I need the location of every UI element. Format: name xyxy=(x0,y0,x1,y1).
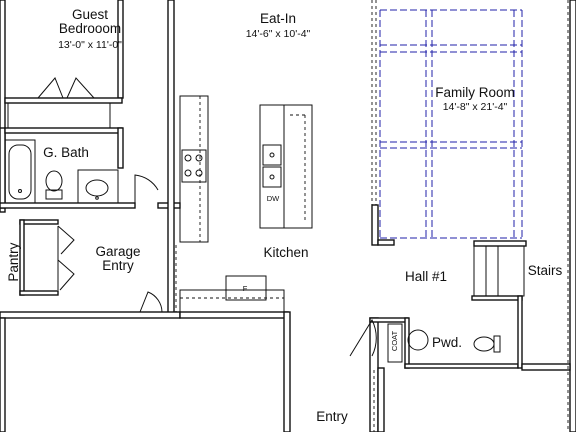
garage-door-swing xyxy=(139,291,163,313)
pantry-doors xyxy=(57,225,75,291)
kitchen-island xyxy=(225,104,313,301)
fridge-label: F xyxy=(242,284,248,293)
ceiling-grid xyxy=(379,9,523,239)
coat-closet-label: COAT xyxy=(390,330,400,352)
dashed-indicators xyxy=(175,0,569,432)
guest-bedroom-dim: 13'-0" x 11'-0" xyxy=(58,39,122,51)
pantry-name: Pantry xyxy=(5,242,21,282)
kitchen-cabinets xyxy=(179,95,285,313)
staircase xyxy=(473,245,525,297)
guest-bedroom-label: Guest Bedrooom xyxy=(58,7,122,37)
pwd-name: Pwd. xyxy=(431,335,462,350)
g-bath-name: G. Bath xyxy=(43,145,89,160)
kitchen-name: Kitchen xyxy=(263,245,309,260)
eat-in-dim: 14'-6" x 10'-4" xyxy=(245,28,311,40)
dishwasher-label: DW xyxy=(266,194,280,203)
family-room-dim: 14'-8" x 21'-4" xyxy=(442,101,508,113)
closet-bifold-doors xyxy=(7,77,111,128)
powder-room-fixtures xyxy=(349,318,501,363)
stairs-name: Stairs xyxy=(527,263,563,278)
hall-1-name: Hall #1 xyxy=(404,269,448,284)
entry-name: Entry xyxy=(316,409,348,424)
family-room-name: Family Room xyxy=(435,85,515,100)
guest-bedroom-name: Guest Bedrooom xyxy=(40,7,140,37)
garage-entry-name: Garage Entry xyxy=(95,244,141,274)
eat-in-name: Eat-In xyxy=(259,11,297,26)
bathroom-fixtures xyxy=(4,139,159,208)
